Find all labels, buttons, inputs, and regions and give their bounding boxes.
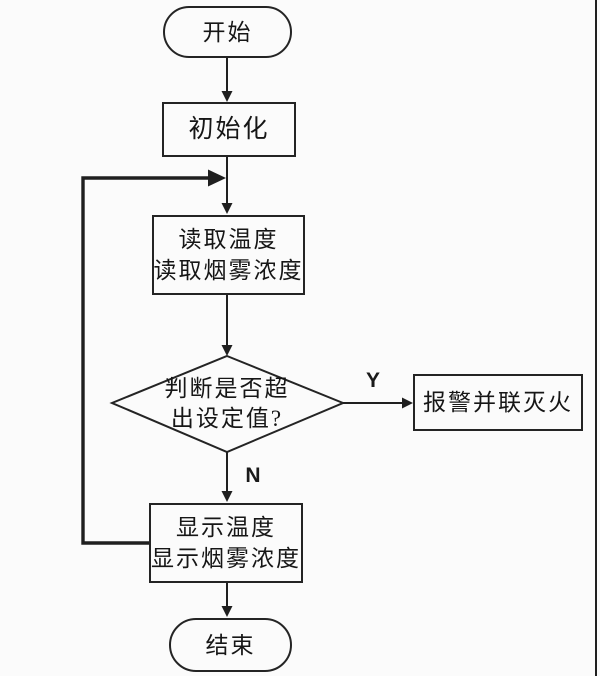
edge-label-no: N xyxy=(245,464,261,487)
node-read-line2: 读取烟雾浓度 xyxy=(153,258,304,283)
edge-label-yes: Y xyxy=(365,369,380,392)
node-end-label: 结束 xyxy=(205,632,256,658)
node-display-line2: 显示烟雾浓度 xyxy=(151,546,301,571)
arrowhead-init-read xyxy=(221,203,233,214)
node-end: 结束 xyxy=(169,618,292,672)
node-read-line1: 读取温度 xyxy=(178,227,279,252)
arrowhead-loop-feedback xyxy=(208,169,226,187)
node-decision-threshold: 判断是否超 出设定值? xyxy=(127,372,327,436)
node-alarm-extinguish: 报警并联灭火 xyxy=(413,374,583,431)
node-initialize-label: 初始化 xyxy=(188,116,270,143)
node-display-values: 显示温度 显示烟雾浓度 xyxy=(149,503,303,583)
arrowhead-decision-alarm xyxy=(402,397,413,409)
arrowhead-read-decision xyxy=(221,345,233,356)
edge-loop-feedback xyxy=(81,176,209,545)
node-decision-line1: 判断是否超 xyxy=(164,376,290,401)
arrowhead-display-end xyxy=(221,606,233,617)
node-start: 开始 xyxy=(163,6,292,58)
node-decision-line2: 出设定值? xyxy=(170,406,284,431)
node-start-label: 开始 xyxy=(202,19,253,45)
node-initialize: 初始化 xyxy=(162,102,296,157)
node-alarm-label: 报警并联灭火 xyxy=(423,390,573,415)
arrowhead-start-init xyxy=(221,91,233,102)
arrowhead-decision-display xyxy=(221,491,233,502)
node-read-sensors: 读取温度 读取烟雾浓度 xyxy=(152,215,305,295)
node-display-line1: 显示温度 xyxy=(176,515,276,540)
